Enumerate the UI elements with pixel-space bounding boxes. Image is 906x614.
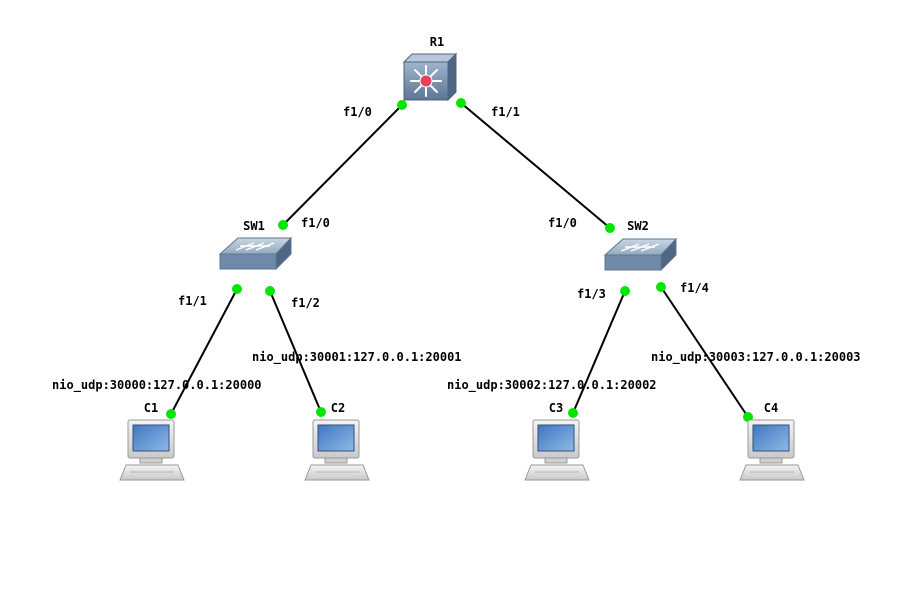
sw1-label: SW1	[243, 219, 265, 233]
sw2-label: SW2	[627, 219, 649, 233]
port-label-c3-nio: nio_udp:30002:127.0.0.1:20002	[447, 378, 657, 393]
pc-c1[interactable]	[119, 419, 185, 481]
port-label-c4-nio: nio_udp:30003:127.0.0.1:20003	[651, 350, 861, 365]
link-sw1-c1[interactable]	[170, 288, 238, 415]
port-dot-sw1-f1-1[interactable]	[232, 284, 242, 294]
link-sw2-c4[interactable]	[660, 286, 749, 418]
switch-sw2[interactable]: SW2	[603, 219, 678, 272]
port-label-c2-nio: nio_udp:30001:127.0.0.1:20001	[252, 350, 462, 365]
link-r1-sw2[interactable]	[460, 102, 611, 229]
port-dot-sw1-f1-0[interactable]	[278, 220, 288, 230]
c1-label: C1	[144, 401, 158, 415]
port-label-sw2-f1-4: f1/4	[680, 281, 709, 295]
port-label-r1-f1-1: f1/1	[491, 105, 520, 119]
link-sw1-c2[interactable]	[269, 290, 322, 413]
port-dot-c1[interactable]	[166, 409, 176, 419]
port-dot-c2[interactable]	[316, 407, 326, 417]
port-dot-sw2-f1-4[interactable]	[656, 282, 666, 292]
port-dots	[166, 98, 753, 422]
link-sw2-c3[interactable]	[572, 290, 626, 414]
port-label-sw1-f1-1: f1/1	[178, 294, 207, 308]
c4-label: C4	[764, 401, 778, 415]
switch-sw1[interactable]: SW1	[218, 219, 293, 271]
links	[170, 102, 749, 418]
switch-icon	[603, 237, 678, 272]
pc-icon	[119, 419, 185, 481]
router-icon	[402, 52, 458, 102]
pc-icon	[524, 419, 590, 481]
pc-c3[interactable]	[524, 419, 590, 481]
port-labels: f1/0 f1/1 f1/0 f1/0 f1/1 f1/2 f1/3 f1/4 …	[52, 105, 861, 393]
port-dot-r1-f1-0[interactable]	[397, 100, 407, 110]
port-dot-sw1-f1-2[interactable]	[265, 286, 275, 296]
switch-icon	[218, 236, 293, 271]
port-dot-c3[interactable]	[568, 408, 578, 418]
router-r1[interactable]: R1	[402, 35, 458, 102]
port-label-sw2-f1-3: f1/3	[577, 287, 606, 301]
c3-label: C3	[549, 401, 563, 415]
c2-label: C2	[331, 401, 345, 415]
pc-c2[interactable]	[304, 419, 370, 481]
pc-icon	[304, 419, 370, 481]
r1-label: R1	[430, 35, 444, 49]
port-label-sw1-f1-2: f1/2	[291, 296, 320, 310]
port-dot-r1-f1-1[interactable]	[456, 98, 466, 108]
port-label-sw2-f1-0: f1/0	[548, 216, 577, 230]
pc-icon	[739, 419, 805, 481]
link-r1-sw1[interactable]	[282, 104, 403, 226]
port-label-r1-f1-0: f1/0	[343, 105, 372, 119]
port-label-sw1-f1-0: f1/0	[301, 216, 330, 230]
pc-c4[interactable]	[739, 419, 805, 481]
port-dot-sw2-f1-0[interactable]	[605, 223, 615, 233]
port-label-c1-nio: nio_udp:30000:127.0.0.1:20000	[52, 378, 262, 393]
port-dot-sw2-f1-3[interactable]	[620, 286, 630, 296]
